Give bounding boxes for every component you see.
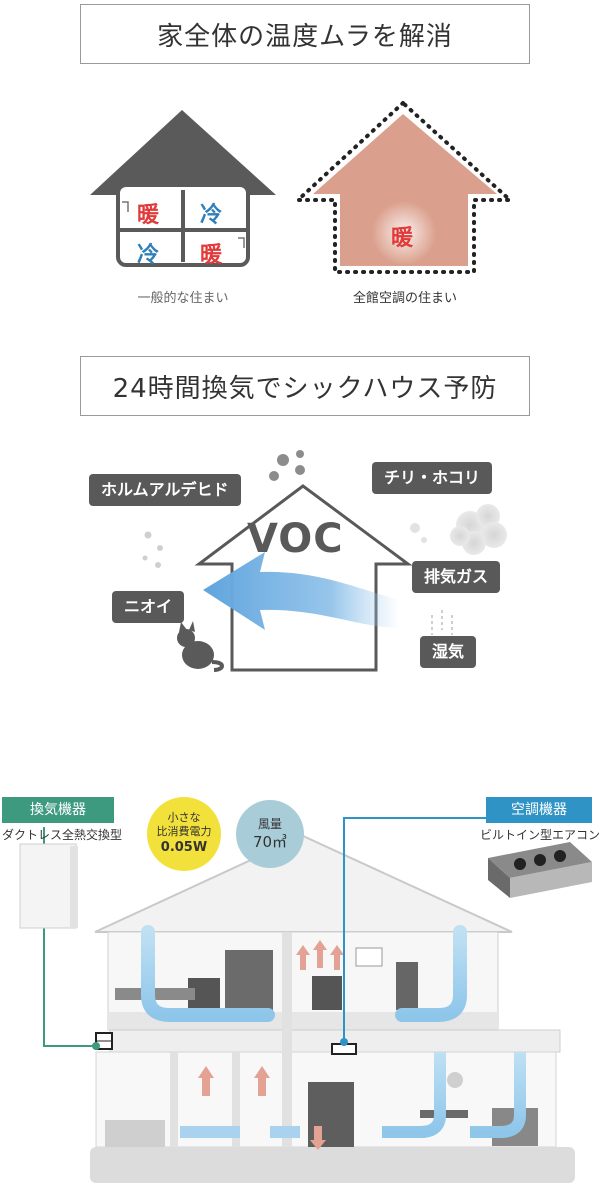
section2-title: 24時間換気でシックハウス予防	[80, 356, 530, 416]
ventilation-label: 換気機器	[2, 797, 114, 823]
normal-house	[90, 110, 276, 267]
cell-warm: 暖	[137, 203, 160, 228]
cell-warm: 暖	[200, 243, 223, 268]
voc-label: VOC	[247, 516, 344, 562]
aircon-sub: ビルトイン型エアコン	[480, 828, 601, 842]
ventilation-device-image	[19, 843, 78, 929]
aircon-device-image	[488, 842, 592, 898]
temperature-illustration	[90, 100, 516, 274]
central-warm-label: 暖	[391, 226, 414, 251]
cell-cool: 冷	[200, 203, 223, 228]
tag-dust: チリ・ホコリ	[372, 462, 493, 494]
airflow-duct	[470, 1052, 526, 1138]
sick-house-illustration	[142, 450, 507, 672]
airflow-duct	[382, 1052, 446, 1138]
airflow-badge: 風量 70㎥	[236, 800, 304, 868]
tag-formaldehyde: ホルムアルデヒド	[89, 474, 241, 506]
cell-cool: 冷	[137, 243, 160, 268]
normal-house-caption: 一般的な住まい	[137, 291, 229, 306]
tag-exhaust: 排気ガス	[412, 561, 501, 593]
window-icon	[238, 237, 245, 248]
central-ac-house	[292, 100, 516, 274]
airflow-arrow	[203, 552, 400, 630]
airflow-duct	[395, 925, 467, 1022]
power-badge: 小さな 比消費電力 0.05W	[147, 797, 221, 871]
aircon-label: 空調機器	[486, 797, 592, 823]
window-icon	[122, 201, 129, 212]
virus-icon	[269, 450, 305, 481]
exhaust-arrow	[198, 940, 344, 1150]
airflow-duct	[141, 925, 275, 1022]
dust-icon	[450, 504, 507, 555]
particle-icon	[142, 531, 163, 568]
central-house-caption: 全館空調の住まい	[352, 291, 457, 306]
ventilation-sub: ダクトレス全熱交換型	[2, 828, 123, 842]
tag-humidity: 湿気	[420, 636, 477, 668]
tag-odor: ニオイ	[112, 591, 185, 623]
house-cross-section	[19, 817, 592, 1183]
cat-icon	[177, 621, 224, 672]
steam-icon	[431, 610, 453, 635]
section1-title: 家全体の温度ムラを解消	[80, 4, 530, 64]
